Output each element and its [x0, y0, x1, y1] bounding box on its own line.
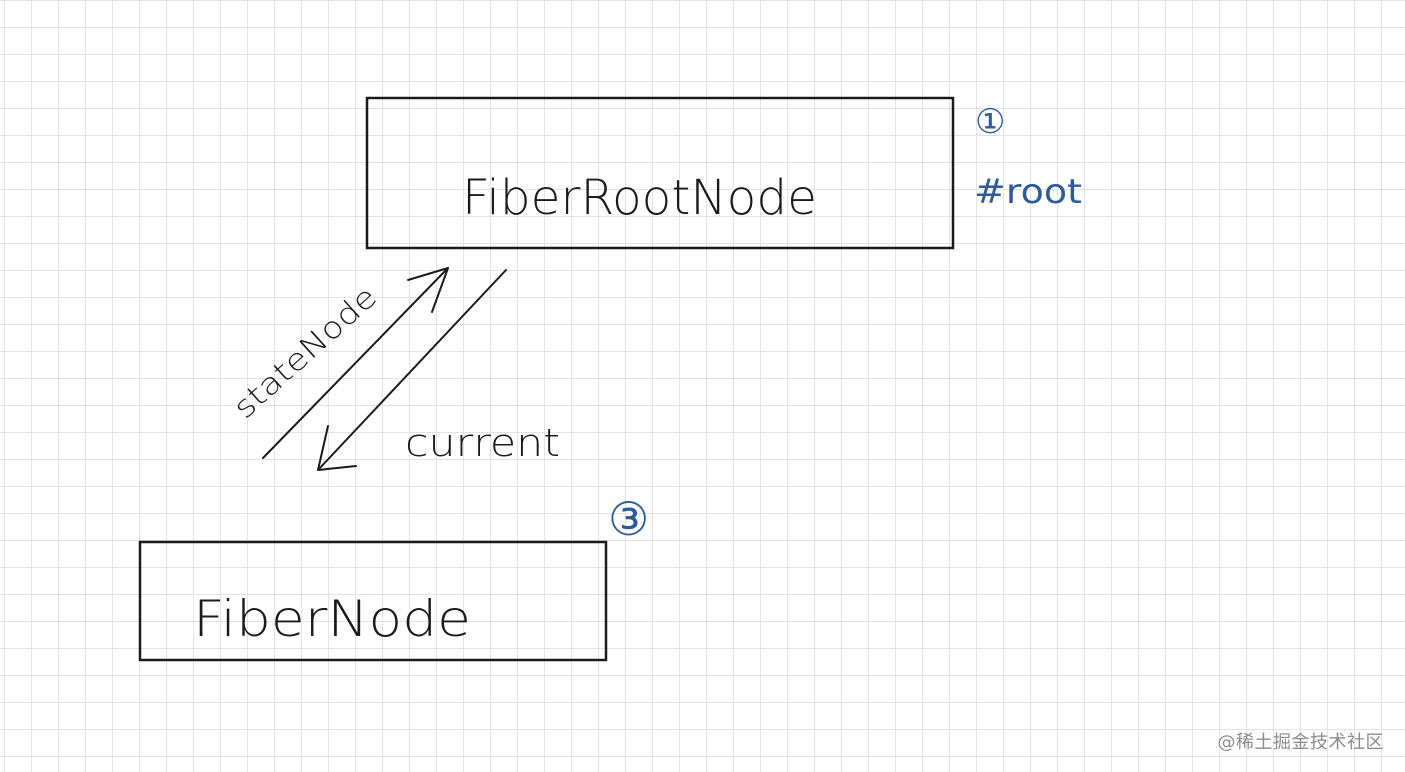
fiber-node-box — [138, 540, 608, 662]
current-arrow-line — [317, 269, 507, 471]
fiber-root-node-tag: #root — [974, 172, 1082, 212]
fiber-root-node-box — [365, 96, 955, 250]
fiber-root-node: FiberRootNode — [365, 96, 955, 250]
state-node-arrow-head — [407, 267, 449, 313]
state-node-label: stateNode — [227, 279, 384, 425]
fiber-root-node-marker: ① — [975, 102, 1005, 142]
fiber-node-label: FiberNode — [193, 590, 471, 648]
fiber-node: FiberNode — [138, 540, 608, 662]
fiber-node-marker: ③ — [608, 492, 649, 546]
current-label: current — [405, 421, 560, 465]
fiber-root-node-label: FiberRootNode — [462, 170, 817, 226]
watermark: @稀土掘金技术社区 — [1217, 732, 1384, 753]
current-arrow-head — [317, 425, 357, 471]
state-node-arrow-line — [262, 267, 449, 459]
current-edge: current — [317, 269, 560, 471]
